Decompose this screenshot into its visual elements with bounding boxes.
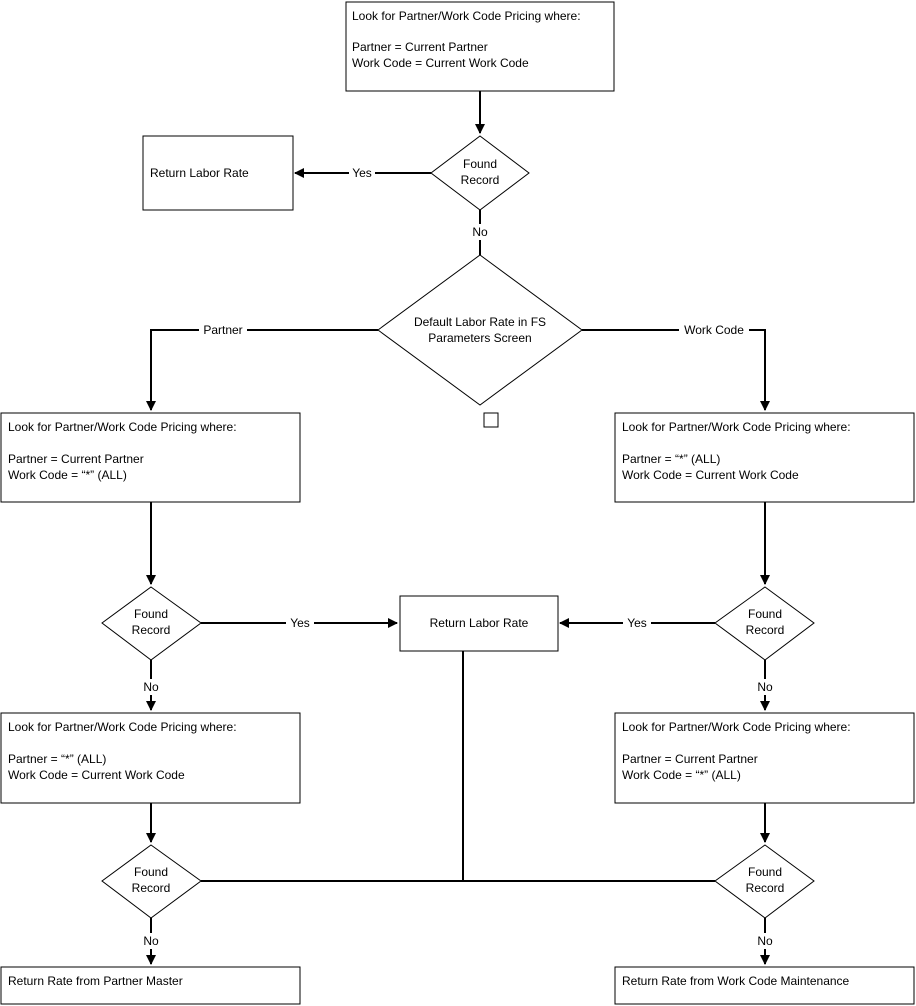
return-rate-partner-master: Return Rate from Partner Master — [0, 966, 301, 1005]
decision-found-right-2: Found Record — [714, 844, 815, 919]
found-left1-line2: Record — [132, 623, 171, 637]
right-box2-line1: Partner = Current Partner — [622, 752, 758, 766]
right-box1-line1: Partner = “*” (ALL) — [622, 452, 720, 466]
start-process-box: Look for Partner/Work Code Pricing where… — [345, 1, 615, 92]
found-right2-line1: Found — [748, 865, 782, 879]
edge-label-no-left-2: No — [143, 934, 159, 948]
left-process-box-2: Look for Partner/Work Code Pricing where… — [0, 712, 301, 804]
right-box2-heading: Look for Partner/Work Code Pricing where… — [622, 720, 851, 734]
default-rate-line1: Default Labor Rate in FS — [414, 315, 546, 329]
left-box2-heading: Look for Partner/Work Code Pricing where… — [8, 720, 237, 734]
left-box2-line2: Work Code = Current Work Code — [8, 768, 185, 782]
found-left2-line2: Record — [132, 881, 171, 895]
decision-found-left-2: Found Record — [101, 844, 202, 919]
edge-label-yes-right: Yes — [627, 616, 647, 630]
connector-partner-branch — [146, 329, 378, 411]
decision-default-labor-rate: Default Labor Rate in FS Parameters Scre… — [377, 254, 583, 406]
right-process-box-1: Look for Partner/Work Code Pricing where… — [614, 412, 915, 503]
decision-found-left-1: Found Record — [101, 586, 202, 661]
left-box1-line2: Work Code = “*” (ALL) — [8, 468, 127, 482]
return-work-code-label: Return Rate from Work Code Maintenance — [622, 974, 850, 988]
right-process-box-2: Look for Partner/Work Code Pricing where… — [614, 712, 915, 804]
return-rate-work-code-maintenance: Return Rate from Work Code Maintenance — [614, 966, 915, 1005]
left-box1-heading: Look for Partner/Work Code Pricing where… — [8, 420, 237, 434]
left-process-box-1: Look for Partner/Work Code Pricing where… — [0, 412, 301, 503]
found-left1-line1: Found — [134, 607, 168, 621]
found-top-line1: Found — [463, 157, 497, 171]
return-labor-center-label: Return Labor Rate — [430, 616, 529, 630]
right-box1-line2: Work Code = Current Work Code — [622, 468, 799, 482]
return-labor-rate-center: Return Labor Rate — [399, 595, 559, 652]
found-right2-line2: Record — [746, 881, 785, 895]
found-left2-line1: Found — [134, 865, 168, 879]
found-right1-line1: Found — [748, 607, 782, 621]
decision-found-top: Found Record — [430, 135, 530, 211]
decision-found-right-1: Found Record — [714, 586, 815, 661]
left-box1-line1: Partner = Current Partner — [8, 452, 144, 466]
left-box2-line1: Partner = “*” (ALL) — [8, 752, 106, 766]
connector-work-code-branch — [582, 329, 770, 411]
right-box2-line2: Work Code = “*” (ALL) — [622, 768, 741, 782]
edge-label-work-code: Work Code — [684, 323, 744, 337]
edge-label-yes-top: Yes — [352, 166, 372, 180]
start-box-heading: Look for Partner/Work Code Pricing where… — [352, 9, 581, 23]
edge-label-no-top: No — [472, 225, 488, 239]
edge-label-no-right-2: No — [757, 934, 773, 948]
edge-label-no-right-1: No — [757, 680, 773, 694]
return-labor-rate-top: Return Labor Rate — [142, 135, 294, 211]
return-partner-master-label: Return Rate from Partner Master — [8, 974, 183, 988]
start-box-line2: Work Code = Current Work Code — [352, 56, 529, 70]
right-box1-heading: Look for Partner/Work Code Pricing where… — [622, 420, 851, 434]
collapse-marker — [483, 412, 499, 428]
default-rate-line2: Parameters Screen — [428, 331, 531, 345]
edge-label-partner: Partner — [203, 323, 242, 337]
edge-label-yes-left: Yes — [290, 616, 310, 630]
found-top-line2: Record — [461, 173, 500, 187]
start-box-line1: Partner = Current Partner — [352, 40, 488, 54]
return-labor-top-label: Return Labor Rate — [150, 166, 249, 180]
found-right1-line2: Record — [746, 623, 785, 637]
edge-label-no-left-1: No — [143, 680, 159, 694]
